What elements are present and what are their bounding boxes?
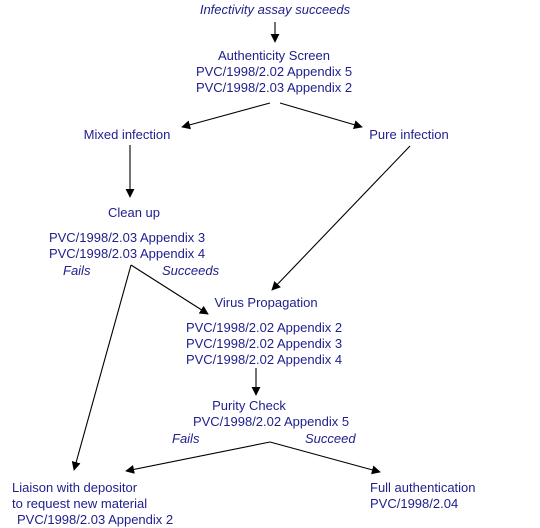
node-purity-check: Purity Check PVC/1998/2.02 Appendix 5	[193, 398, 349, 429]
purity-ref-1: PVC/1998/2.02 Appendix 5	[193, 414, 349, 429]
node-clean-up: Clean up PVC/1998/2.03 Appendix 3 PVC/19…	[49, 205, 205, 261]
cleanup-ref-1: PVC/1998/2.03 Appendix 3	[49, 230, 205, 245]
auth-ref-1: PVC/1998/2.02 Appendix 5	[196, 64, 352, 79]
mixed-label: Mixed infection	[84, 127, 171, 142]
cleanup-fails-label: Fails	[63, 263, 91, 278]
node-liaison: Liaison with depositor to request new ma…	[12, 480, 173, 527]
full-ref: PVC/1998/2.04	[370, 496, 458, 511]
cleanup-title: Clean up	[108, 205, 160, 220]
edges	[71, 22, 411, 475]
node-mixed-infection: Mixed infection	[84, 127, 171, 142]
node-authenticity-screen: Authenticity Screen PVC/1998/2.02 Append…	[196, 48, 352, 95]
purity-succeed-label: Succeed	[305, 431, 356, 446]
edge-cleanup-to-liaison	[71, 264, 132, 471]
edge-purity-to-full	[269, 441, 381, 475]
liaison-line-1: Liaison with depositor	[12, 480, 138, 495]
edge-pure-to-propagation	[271, 145, 411, 291]
propagation-ref-1: PVC/1998/2.02 Appendix 2	[186, 320, 342, 335]
start-label: Infectivity assay succeeds	[200, 2, 351, 17]
propagation-title: Virus Propagation	[214, 295, 317, 310]
edge-cleanup-to-propagation	[130, 264, 209, 315]
cleanup-ref-2: PVC/1998/2.03 Appendix 4	[49, 246, 205, 261]
node-pure-infection: Pure infection	[369, 127, 449, 142]
liaison-line-2: to request new material	[12, 496, 147, 511]
auth-title: Authenticity Screen	[218, 48, 330, 63]
edge-auth-to-pure	[279, 102, 363, 130]
cleanup-succeeds-label: Succeeds	[162, 263, 220, 278]
purity-fails-label: Fails	[172, 431, 200, 446]
propagation-ref-3: PVC/1998/2.02 Appendix 4	[186, 352, 342, 367]
edge-purity-to-liaison	[125, 441, 271, 474]
purity-title: Purity Check	[212, 398, 286, 413]
pure-label: Pure infection	[369, 127, 449, 142]
node-start: Infectivity assay succeeds	[200, 2, 351, 17]
auth-ref-2: PVC/1998/2.03 Appendix 2	[196, 80, 352, 95]
liaison-ref: PVC/1998/2.03 Appendix 2	[17, 512, 173, 527]
node-virus-propagation: Virus Propagation PVC/1998/2.02 Appendix…	[186, 295, 342, 367]
node-full-authentication: Full authentication PVC/1998/2.04	[370, 480, 476, 511]
edge-auth-to-mixed	[181, 102, 271, 130]
propagation-ref-2: PVC/1998/2.02 Appendix 3	[186, 336, 342, 351]
full-title: Full authentication	[370, 480, 476, 495]
